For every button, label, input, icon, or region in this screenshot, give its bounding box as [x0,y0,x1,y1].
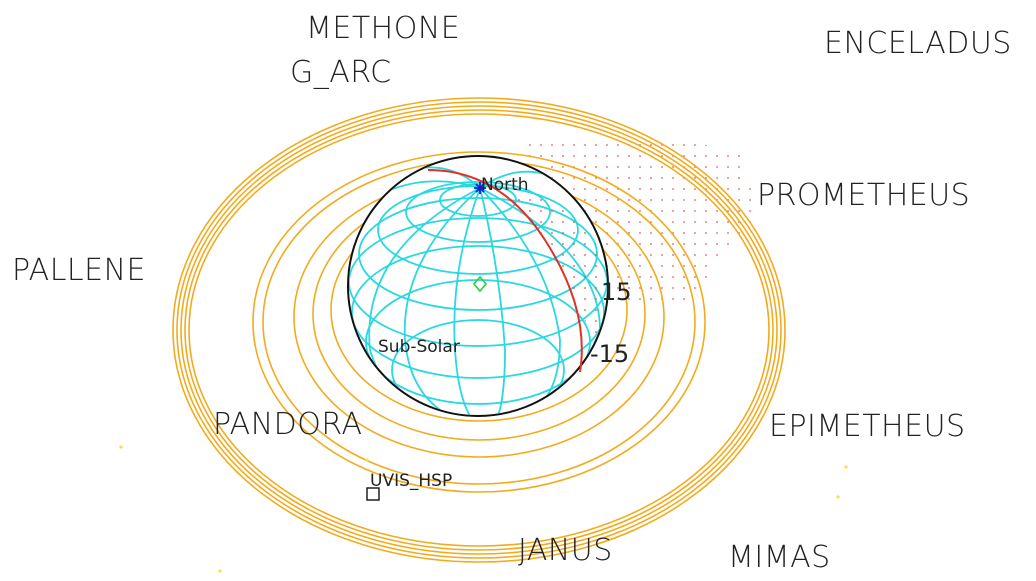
moon-label-mimas: MIMAS [728,540,831,575]
moon-label-enceladus: ENCELADUS [824,26,1012,61]
meridian-line [403,187,481,415]
moon-label-janus: JANUS [518,533,613,568]
latitude-line [391,319,565,415]
ring-outer-5 [188,113,770,547]
latitude-label-lower: -15 [590,340,629,368]
instrument-label: UVIS_HSP [370,471,452,491]
ring-outer-1 [172,97,786,563]
ring-outer-3 [180,105,778,555]
moon-label-g-arc: G_ARC [290,55,392,90]
moon-label-prometheus: PROMETHEUS [757,178,970,213]
moon-label-epimetheus: EPIMETHEUS [769,409,966,444]
background-stars [119,445,848,573]
ring-outer-2 [176,101,782,559]
latitude-label-upper: 15 [601,278,632,306]
star-dot [365,458,369,462]
star-dot [119,445,123,449]
meridian-line [479,187,506,415]
ring-outer-4 [184,109,774,551]
star-dot [218,569,222,573]
meridian-line [453,187,481,415]
north-label: North [481,175,529,195]
star-dot [844,465,848,469]
north-pole-star-icon [474,182,486,194]
star-dot [836,495,840,499]
night-side-dots-disc [485,180,605,340]
moon-label-pallene: PALLENE [12,253,146,288]
ring-mid-1 [252,151,706,493]
sub-solar-label: Sub-Solar [378,337,460,357]
square-icon [366,487,380,501]
latitude-line [349,217,607,347]
moon-label-pandora: PANDORA [213,407,363,442]
moon-label-methone: METHONE [306,11,460,46]
planet-globe [347,155,609,417]
meridian-line [479,187,561,413]
diamond-icon [472,275,488,293]
